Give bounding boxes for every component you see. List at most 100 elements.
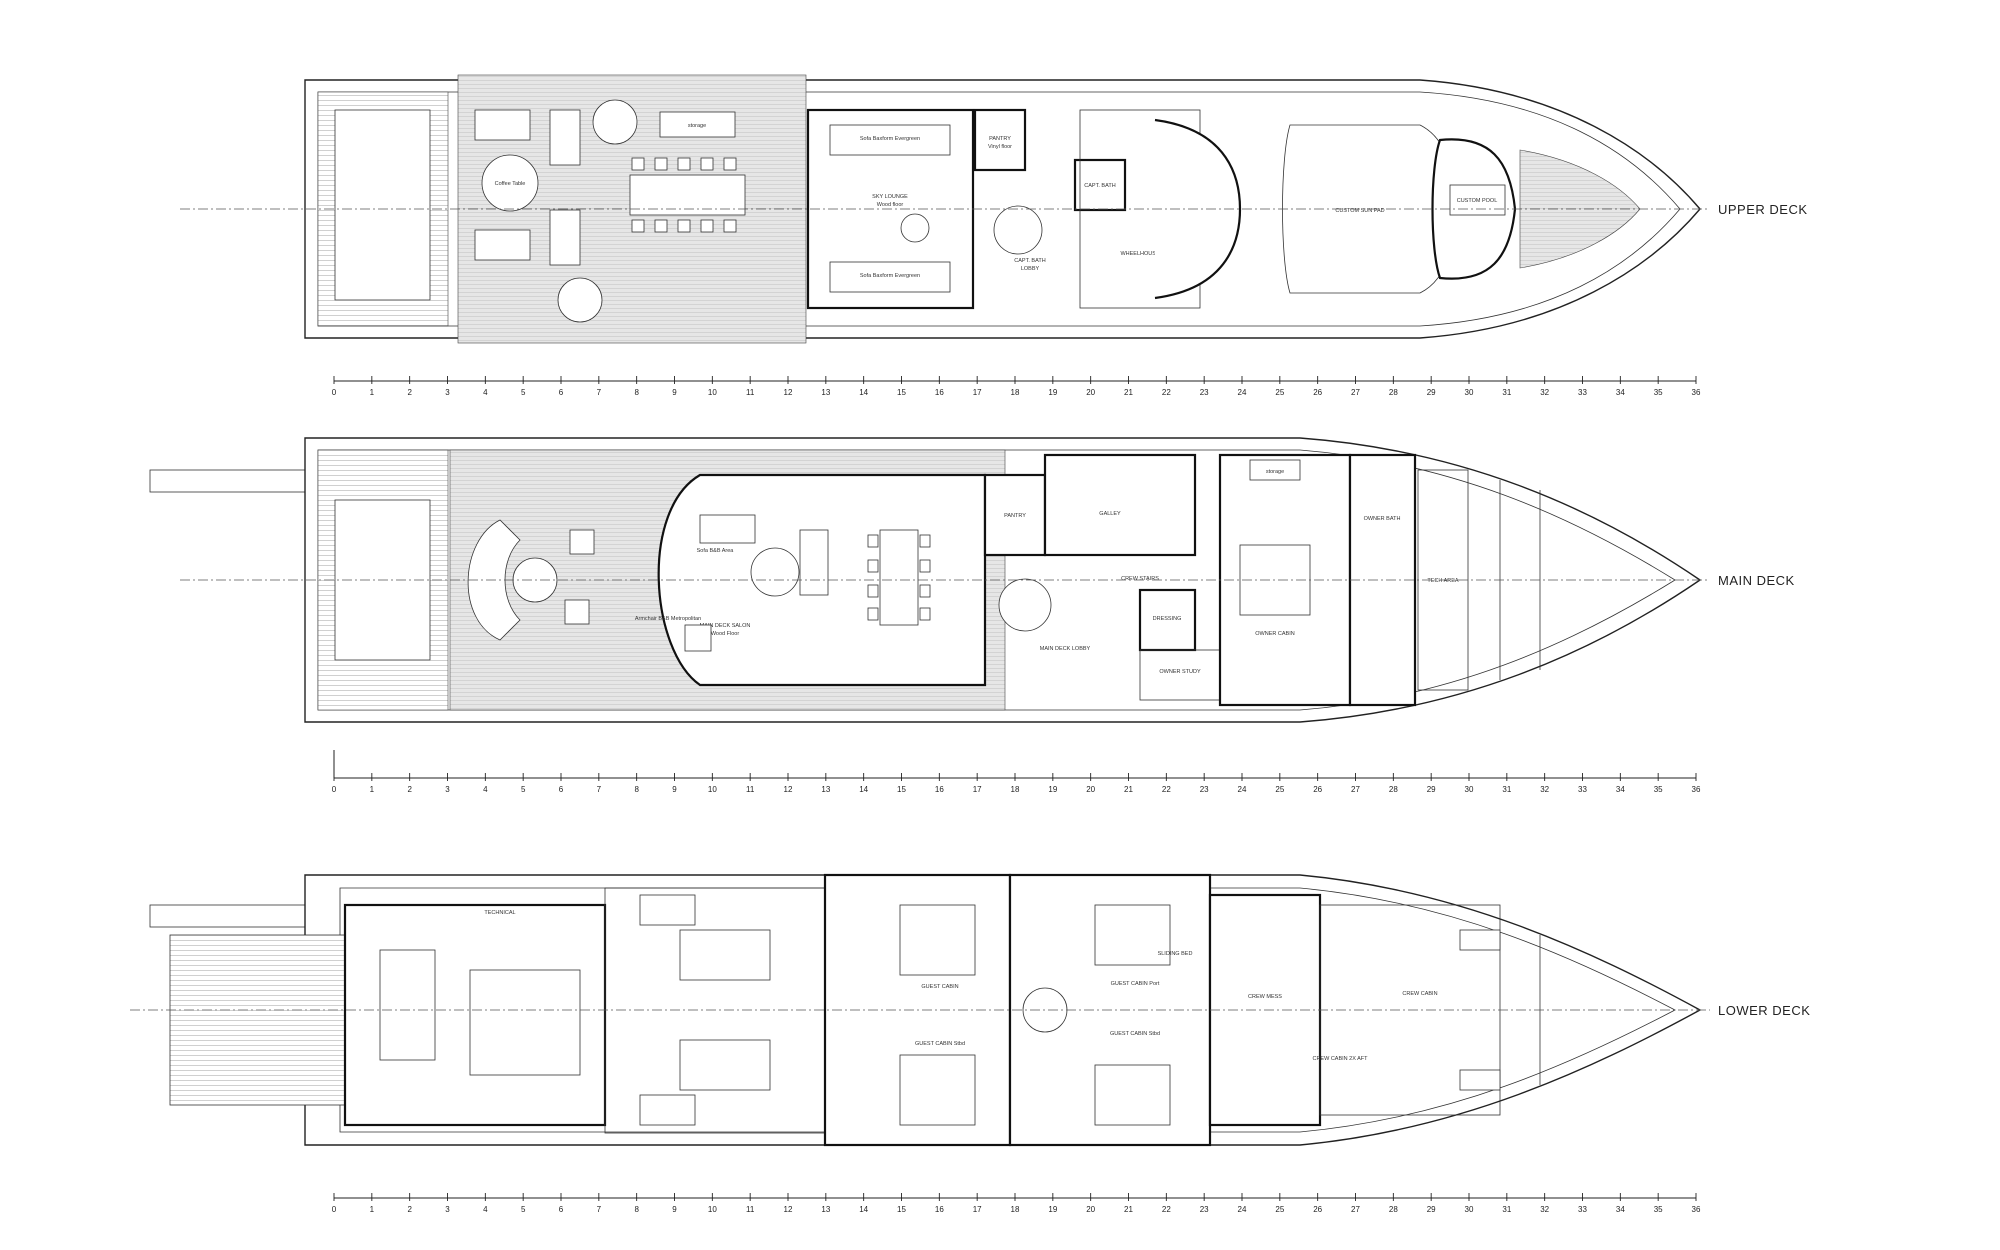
scale-tick-label: 9 (672, 785, 677, 794)
scale-tick-label: 2 (407, 388, 412, 397)
scale-tick-label: 6 (559, 785, 564, 794)
scale-tick-label: 22 (1162, 1205, 1171, 1214)
scale-tick-label: 32 (1540, 388, 1549, 397)
upper-pantry (973, 108, 1027, 172)
scale-tick-label: 26 (1313, 1205, 1322, 1214)
upper-dining-chairs (631, 157, 737, 233)
scale-tick-label: 12 (784, 785, 793, 794)
lower-swim-platform (169, 934, 346, 1106)
scale-tick-label: 16 (935, 785, 944, 794)
guest-cabin-stbd-label: GUEST CABIN Stbd (915, 1041, 965, 1047)
scale-tick-label: 26 (1313, 388, 1322, 397)
scale-tick-label: 3 (445, 1205, 450, 1214)
aft-sofa-stbd (474, 229, 531, 261)
scale-tick-label: 30 (1465, 388, 1474, 397)
scale-tick-label: 25 (1275, 785, 1284, 794)
guest-bed-fwd-port (1094, 904, 1171, 966)
scale-tick-label: 4 (483, 1205, 488, 1214)
scale-tick-label: 28 (1389, 785, 1398, 794)
custom-sun-pad-label: CUSTOM SUN PAD (1335, 208, 1384, 214)
scale-tick-label: 9 (672, 1205, 677, 1214)
scale-tick-label: 31 (1502, 785, 1511, 794)
scale-tick-label: 21 (1124, 388, 1133, 397)
salon-dining-table (879, 529, 919, 626)
scale-tick-label: 19 (1048, 1205, 1057, 1214)
coffee-table (481, 154, 539, 212)
sky-lounge-sofa-stbd (829, 261, 951, 293)
custom-pool-label: CUSTOM POOL (1457, 198, 1498, 204)
scale-tick-label: 22 (1162, 785, 1171, 794)
guest-bed-fwd-stbd (1094, 1064, 1171, 1126)
crew-bunk-1 (1459, 929, 1501, 951)
scale-tick-label: 20 (1086, 1205, 1095, 1214)
scale-tick-label: 27 (1351, 1205, 1360, 1214)
captain-bath-label: CAPT. BATH (1084, 183, 1115, 189)
owner-cabin-label: OWNER CABIN (1255, 631, 1294, 637)
scale-tick-label: 7 (597, 1205, 602, 1214)
scale-tick-label: 10 (708, 1205, 717, 1214)
main-galley-label: GALLEY (1099, 511, 1121, 517)
tech-equip-2 (469, 969, 581, 1076)
upper-aft-stair-stbd (557, 277, 603, 323)
scale-tick-label: 33 (1578, 388, 1587, 397)
sky-lounge-label: SKY LOUNGE (872, 194, 908, 200)
scale-tick-label: 24 (1238, 785, 1247, 794)
scale-tick-label: 23 (1200, 388, 1209, 397)
genset-port (639, 894, 696, 926)
scale-tick-label: 14 (859, 785, 868, 794)
scale-tick-label: 30 (1465, 1205, 1474, 1214)
guest-cabin-fwd-stbd-label: GUEST CABIN Stbd (1110, 1031, 1160, 1037)
scale-tick-label: 7 (597, 388, 602, 397)
scale-tick-label: 15 (897, 785, 906, 794)
scale-tick-label: 17 (973, 388, 982, 397)
main-aft-armchair-1 (569, 529, 595, 555)
owner-storage-label: storage (1266, 469, 1284, 475)
main-deck-lobby-label: MAIN DECK LOBBY (1040, 646, 1091, 652)
scale-tick-label: 4 (483, 785, 488, 794)
scale-tick-label: 16 (935, 1205, 944, 1214)
scale-tick-label: 8 (634, 785, 639, 794)
scale-tick-label: 27 (1351, 388, 1360, 397)
scale-tick-label: 5 (521, 388, 526, 397)
crew-cabin-aft-label: CREW CABIN 2X AFT (1312, 1056, 1368, 1062)
sky-lounge-sofa-port-label: Sofa Baxform Evergreen (860, 136, 920, 142)
aft-chair-stbd (549, 209, 581, 266)
main-deck-salon-floor-label: Wood Floor (711, 631, 739, 637)
scale-tick-label: 8 (634, 1205, 639, 1214)
scale-tick-label: 14 (859, 1205, 868, 1214)
upper-lobby-label: CAPT. BATH (1014, 258, 1045, 264)
upper-deck-title: UPPER DECK (1718, 202, 1808, 217)
scale-tick-label: 7 (597, 785, 602, 794)
captain-bath (1073, 158, 1127, 212)
scale-tick-label: 11 (746, 785, 755, 794)
scale-tick-label: 25 (1275, 388, 1284, 397)
upper-aft-stair-port (592, 99, 638, 145)
tech-area-label: TECH AREA (1427, 578, 1459, 584)
sky-lounge-sofa-port (829, 124, 951, 156)
upper-dining-table (629, 174, 746, 216)
scale-tick-label: 11 (746, 388, 755, 397)
engine-port (679, 929, 771, 981)
scale-tick-label: 10 (708, 388, 717, 397)
scale-tick-label: 34 (1616, 388, 1625, 397)
main-aft-armchair-2 (564, 599, 590, 625)
scale-tick-label: 12 (784, 388, 793, 397)
upper-pantry-label: PANTRY (989, 136, 1011, 142)
engine-stbd (679, 1039, 771, 1091)
salon-sofa-label: Sofa B&B Area (697, 548, 735, 554)
sky-lounge-floor-label: Wood floor (877, 202, 904, 208)
crew-cabin-label: CREW CABIN (1402, 991, 1437, 997)
upper-pantry-floor-label: Vinyl floor (988, 144, 1012, 150)
scale-tick-label: 15 (897, 1205, 906, 1214)
scale-tick-label: 20 (1086, 388, 1095, 397)
main-passerelle (149, 469, 321, 493)
owner-bath-label: OWNER BATH (1364, 516, 1401, 522)
main-deck-title: MAIN DECK (1718, 573, 1795, 588)
guest-cabin-fwd-port-label: GUEST CABIN Port (1111, 981, 1160, 987)
scale-tick-label: 21 (1124, 1205, 1133, 1214)
guest-bed-stbd (899, 1054, 976, 1126)
scale-tick-label: 11 (746, 1205, 755, 1214)
